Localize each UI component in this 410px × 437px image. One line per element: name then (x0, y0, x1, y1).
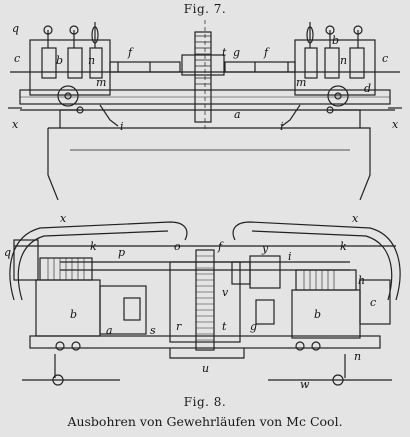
fig8-label-v: v (222, 286, 229, 299)
fig7-label-c-left: c (14, 52, 20, 65)
fig8-label-q: q (4, 246, 11, 259)
fig7-label-c-right: c (382, 52, 388, 65)
frame-arc-right (232, 221, 401, 301)
fig8-label-p: p (118, 246, 125, 259)
left-carriage (35, 279, 101, 337)
fig8-label-k-left: k (90, 240, 97, 253)
fig7-label-x-right: x (392, 118, 399, 131)
fig7-label-g: g (233, 46, 240, 59)
right-carriage (291, 289, 361, 339)
fig8-label-x-left: x (60, 212, 67, 225)
fig7-label-a: a (234, 108, 241, 121)
fig7-label-b-left: b (56, 54, 63, 67)
fig8-label-r: r (176, 320, 182, 333)
fig8-label-u: u (202, 362, 209, 375)
fig7-label-f-left: f (127, 46, 134, 59)
fig8-label-i: i (288, 250, 292, 263)
fig7-label-t: t (222, 46, 227, 59)
fig8-base (29, 335, 381, 349)
machine-bed (47, 127, 371, 200)
fig7-label-m-right: m (296, 76, 306, 89)
fig8-label-a: a (106, 324, 113, 337)
fig8-label-t: t (222, 320, 227, 333)
fig8-label-x-right: x (352, 212, 359, 225)
fig8-label-y: y (261, 242, 269, 255)
figure-8-title: Fig. 8. (183, 395, 227, 409)
fig8-label-n: n (354, 350, 361, 363)
fig7-label-b-right: b (332, 34, 339, 47)
fig8-label-w: w (300, 378, 310, 391)
fig7-label-i-left: i (120, 120, 124, 133)
fig7-label-m-left: m (96, 76, 106, 89)
fig7-label-f-right: f (263, 46, 270, 59)
fig8-label-h: h (358, 274, 365, 287)
fig8-label-s: s (150, 324, 156, 337)
fig7-label-q: q (12, 22, 19, 35)
fig7-label-d: d (364, 82, 371, 95)
fig7-label-n-right: n (340, 54, 347, 67)
center-gear (195, 249, 215, 351)
fig8-label-c: c (370, 296, 376, 309)
fig8-label-g: g (250, 320, 257, 333)
fig8-label-o: o (174, 240, 181, 253)
figure-7-title: Fig. 7. (183, 2, 227, 16)
fig8-label-f: f (217, 240, 224, 253)
fig7-label-n-left: n (88, 54, 95, 67)
figure-7-drawing: q c b n f t g f b n c m m d x i a i x (8, 20, 402, 200)
fig7-label-i-right: i (280, 120, 284, 133)
fig7-label-x-left: x (12, 118, 19, 131)
frame-arc-left (9, 221, 188, 301)
fig8-label-b-left: b (70, 308, 77, 321)
figure-caption: Ausbohren von Gewehrläufen von Mc Cool. (67, 414, 343, 429)
fig8-label-k-right: k (340, 240, 347, 253)
figure-8-drawing: x x q k p o f y i k h b a s r t g b c v … (4, 212, 401, 391)
fig8-label-b-right: b (314, 308, 321, 321)
central-gear (194, 31, 212, 123)
